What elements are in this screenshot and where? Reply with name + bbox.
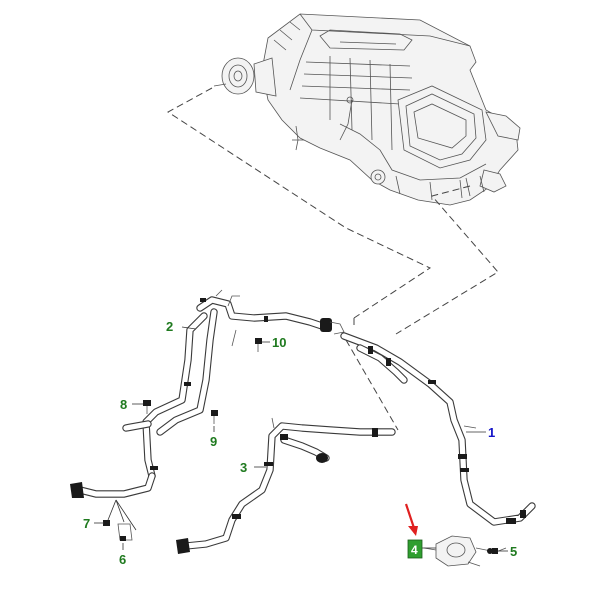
highlight-box-4: 4 <box>407 539 423 559</box>
screw-10 <box>255 338 262 352</box>
callout-4: 4 <box>411 543 418 557</box>
screw-8 <box>143 400 151 414</box>
callout-3: 3 <box>240 460 247 475</box>
callout-6: 6 <box>119 552 126 567</box>
screw-9 <box>211 410 218 424</box>
callout-9: 9 <box>210 434 217 449</box>
hose-assembly-3 <box>176 417 396 554</box>
red-pointer-arrow <box>404 503 418 536</box>
hose-assembly-1 <box>340 332 536 567</box>
callout-1: 1 <box>488 425 495 440</box>
leader-lines <box>94 326 508 552</box>
routing-dashed-lines <box>167 87 499 431</box>
callout-2: 2 <box>166 319 173 334</box>
bracket-6 <box>117 523 133 541</box>
callout-10: 10 <box>272 335 286 350</box>
callout-5: 5 <box>510 544 517 559</box>
hardware <box>103 338 498 554</box>
screw-7 <box>103 520 110 526</box>
callout-8: 8 <box>120 397 127 412</box>
callouts: 1 2 3 4 5 6 7 8 9 10 <box>83 319 517 567</box>
hose-assembly-2 <box>70 289 345 498</box>
hvac-housing <box>213 13 521 206</box>
screw-5 <box>492 548 498 554</box>
callout-7: 7 <box>83 516 90 531</box>
